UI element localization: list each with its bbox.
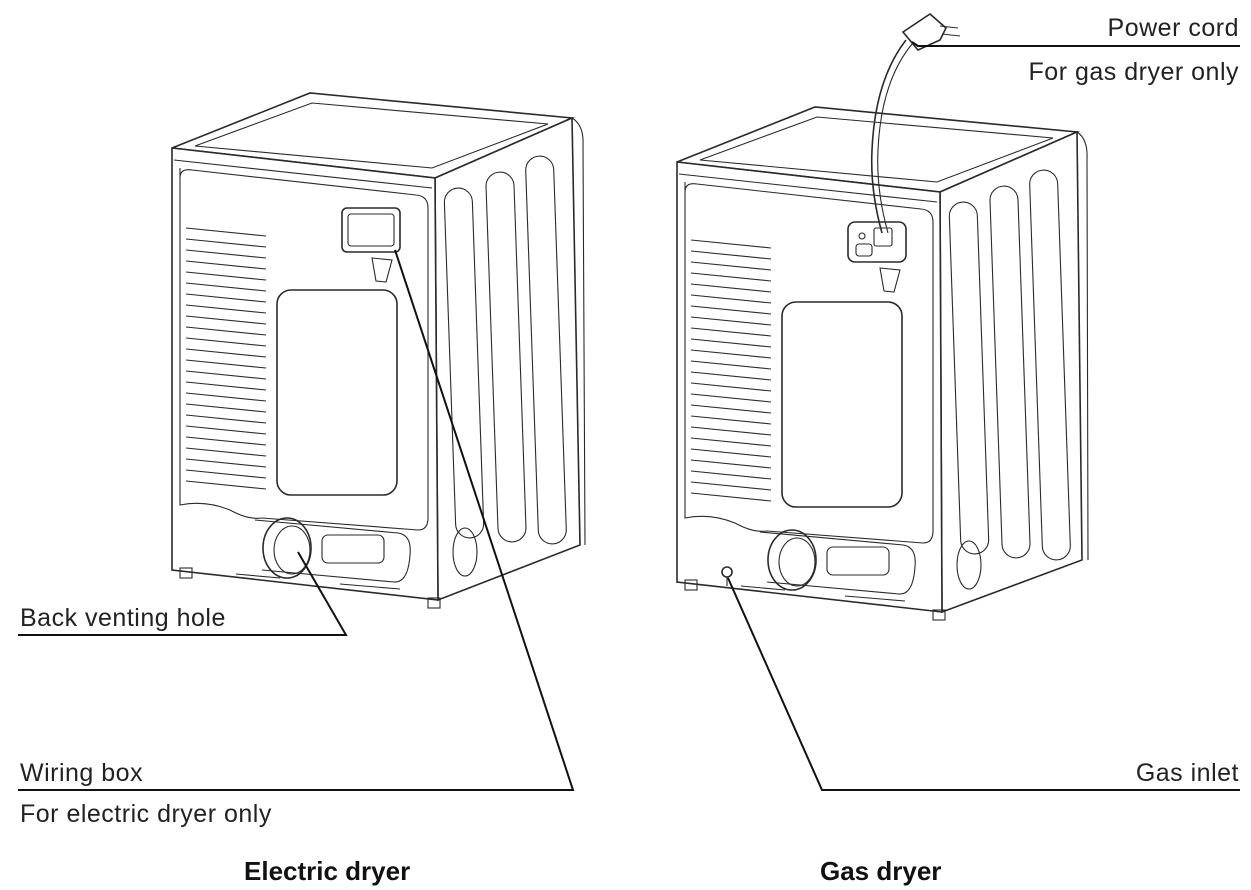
- gas-inlet-label: Gas inlet: [1135, 759, 1239, 787]
- power-cord-label: Power cord: [1107, 14, 1239, 42]
- wiring-box-note: For electric dryer only: [20, 800, 272, 828]
- wiring-box-label: Wiring box: [20, 759, 144, 787]
- electric-dryer-illustration: [171, 92, 586, 609]
- back-venting-hole-label: Back venting hole: [20, 604, 226, 632]
- power-cord-note: For gas dryer only: [1028, 58, 1239, 86]
- leader-lines: [18, 41, 1240, 791]
- gas-dryer-illustration: [676, 12, 1089, 621]
- gas-dryer-caption: Gas dryer: [820, 856, 942, 886]
- electric-dryer-caption: Electric dryer: [244, 856, 411, 886]
